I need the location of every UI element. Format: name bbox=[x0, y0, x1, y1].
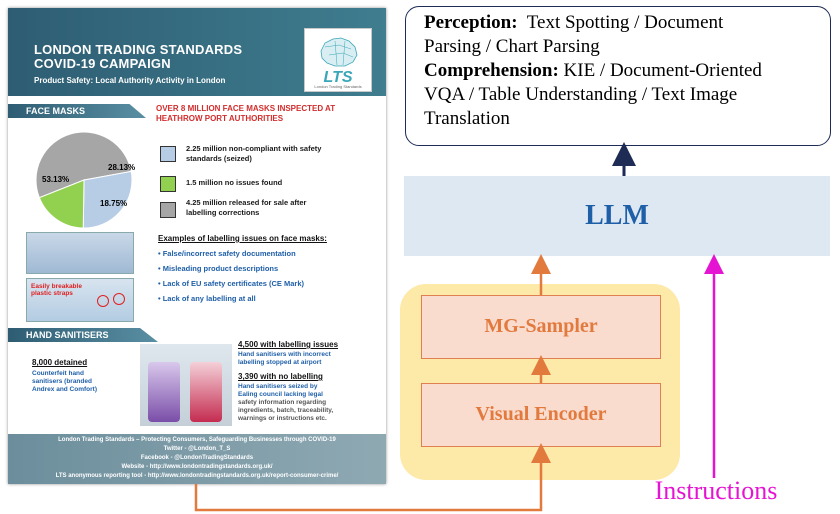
face-masks-headline-line1: OVER 8 MILLION FACE MASKS INSPECTED AT bbox=[156, 104, 336, 113]
detained-title: 8,000 detained bbox=[32, 358, 88, 367]
labelling-issues-desc-2: labelling stopped at airport bbox=[238, 359, 322, 366]
mask-box-photo bbox=[26, 232, 134, 274]
strap-note-line1: Easily breakable bbox=[31, 283, 82, 290]
legend-swatch-released bbox=[160, 202, 176, 218]
pie-slice-no-issues bbox=[38, 179, 85, 229]
no-labelling-desc-1: Hand sanitisers seized by bbox=[238, 383, 318, 390]
llm-label: LLM bbox=[585, 200, 649, 231]
task-description-box: Perception: Text Spotting / Document Par… bbox=[405, 6, 831, 146]
lts-logo: LTS London Trading Standards bbox=[304, 28, 372, 92]
poster-footer: London Trading Standards – Protecting Co… bbox=[8, 434, 386, 484]
logo-subtext: London Trading Standards bbox=[314, 84, 362, 89]
face-masks-headline-line2: HEATHROW PORT AUTHORITIES bbox=[156, 114, 284, 123]
instructions-label: Instructions bbox=[654, 476, 778, 505]
poster-subtitle: Product Safety: Local Authority Activity… bbox=[34, 76, 226, 85]
pie-slice-noncompliant bbox=[82, 170, 133, 229]
llm-block: LLM bbox=[404, 176, 830, 256]
issue-item: • Lack of any labelling at all bbox=[158, 294, 256, 303]
issue-item: • Misleading product descriptions bbox=[158, 264, 279, 273]
poster-title-line1: LONDON TRADING STANDARDS bbox=[34, 42, 243, 57]
red-circle-marker bbox=[97, 295, 109, 307]
comprehension-line-3: Translation bbox=[424, 108, 510, 129]
image-to-encoder-arrow bbox=[194, 443, 551, 512]
detained-desc-3: Andrex and Comfort) bbox=[32, 386, 97, 393]
mg-sampler-block: MG-Sampler bbox=[421, 295, 661, 359]
hand-sanitisers-section-label: HAND SANITISERS bbox=[8, 328, 158, 342]
legend-swatch-noncompliant bbox=[160, 146, 176, 162]
no-labelling-desc-2: Ealing council lacking legal bbox=[238, 391, 323, 398]
issues-title: Examples of labelling issues on face mas… bbox=[158, 234, 327, 243]
comprehension-line-2: VQA / Table Understanding / Text Image bbox=[424, 84, 738, 105]
legend-text-noncompliant-2: standards (seized) bbox=[186, 154, 252, 163]
bottle-purple bbox=[148, 362, 180, 422]
no-labelling-desc-4: ingredients, batch, traceability, bbox=[238, 407, 334, 414]
pie-label-blue: 28.13% bbox=[108, 163, 135, 172]
issue-item: • False/incorrect safety documentation bbox=[158, 249, 296, 258]
poster-header: LONDON TRADING STANDARDS COVID-19 CAMPAI… bbox=[8, 8, 386, 96]
perception-line: Perception: Text Spotting / Document bbox=[424, 12, 724, 33]
poster-image: LONDON TRADING STANDARDS COVID-19 CAMPAI… bbox=[8, 8, 386, 484]
mask-strap-photo: Easily breakable plastic straps bbox=[26, 278, 134, 322]
legend-text-released-1: 4.25 million released for sale after bbox=[186, 198, 307, 207]
strap-note-line2: plastic straps bbox=[31, 290, 73, 297]
footer-line-reporting: LTS anonymous reporting tool - http://ww… bbox=[55, 473, 339, 479]
legend-text-noncompliant-1: 2.25 million non-compliant with safety bbox=[186, 144, 322, 153]
face-masks-pie-chart: 53.13% 28.13% 18.75% bbox=[35, 131, 135, 229]
no-labelling-desc-5: warnings or instructions etc. bbox=[238, 415, 327, 422]
no-labelling-desc-3: safety information regarding bbox=[238, 399, 327, 406]
legend-text-no-issues: 1.5 million no issues found bbox=[186, 178, 283, 187]
comprehension-line: Comprehension: KIE / Document-Oriented bbox=[424, 60, 762, 81]
no-labelling-title: 3,390 with no labelling bbox=[238, 372, 323, 381]
detained-desc-2: sanitisers (branded bbox=[32, 378, 92, 385]
sanitiser-photo bbox=[140, 344, 232, 426]
poster-title-line2: COVID-19 CAMPAIGN bbox=[34, 56, 171, 71]
perception-line-2: Parsing / Chart Parsing bbox=[424, 36, 600, 57]
pie-label-grey: 53.13% bbox=[42, 175, 69, 184]
logo-text: LTS bbox=[323, 69, 353, 86]
pie-label-green: 18.75% bbox=[100, 199, 127, 208]
london-map-icon bbox=[320, 37, 358, 67]
pie-slice-released bbox=[35, 131, 132, 199]
face-masks-section-label: FACE MASKS bbox=[8, 104, 146, 118]
issue-item: • Lack of EU safety certificates (CE Mar… bbox=[158, 279, 305, 288]
visual-encoder-block: Visual Encoder bbox=[421, 383, 661, 447]
footer-line-facebook: Facebook - @LondonTradingStandards bbox=[140, 455, 254, 461]
footer-line-twitter: Twitter - @London_T_S bbox=[163, 446, 231, 452]
legend-swatch-no-issues bbox=[160, 176, 176, 192]
labelling-issues-desc-1: Hand sanitisers with incorrect bbox=[238, 351, 331, 358]
detained-desc-1: Counterfeit hand bbox=[32, 370, 84, 377]
footer-line-website: Website - http://www.londontradingstanda… bbox=[121, 464, 273, 470]
red-circle-marker bbox=[113, 293, 125, 305]
footer-line-1: London Trading Standards – Protecting Co… bbox=[58, 437, 336, 443]
labelling-issues-title: 4,500 with labelling issues bbox=[238, 340, 339, 349]
bottle-pink bbox=[190, 362, 222, 422]
legend-text-released-2: labelling corrections bbox=[186, 208, 260, 217]
